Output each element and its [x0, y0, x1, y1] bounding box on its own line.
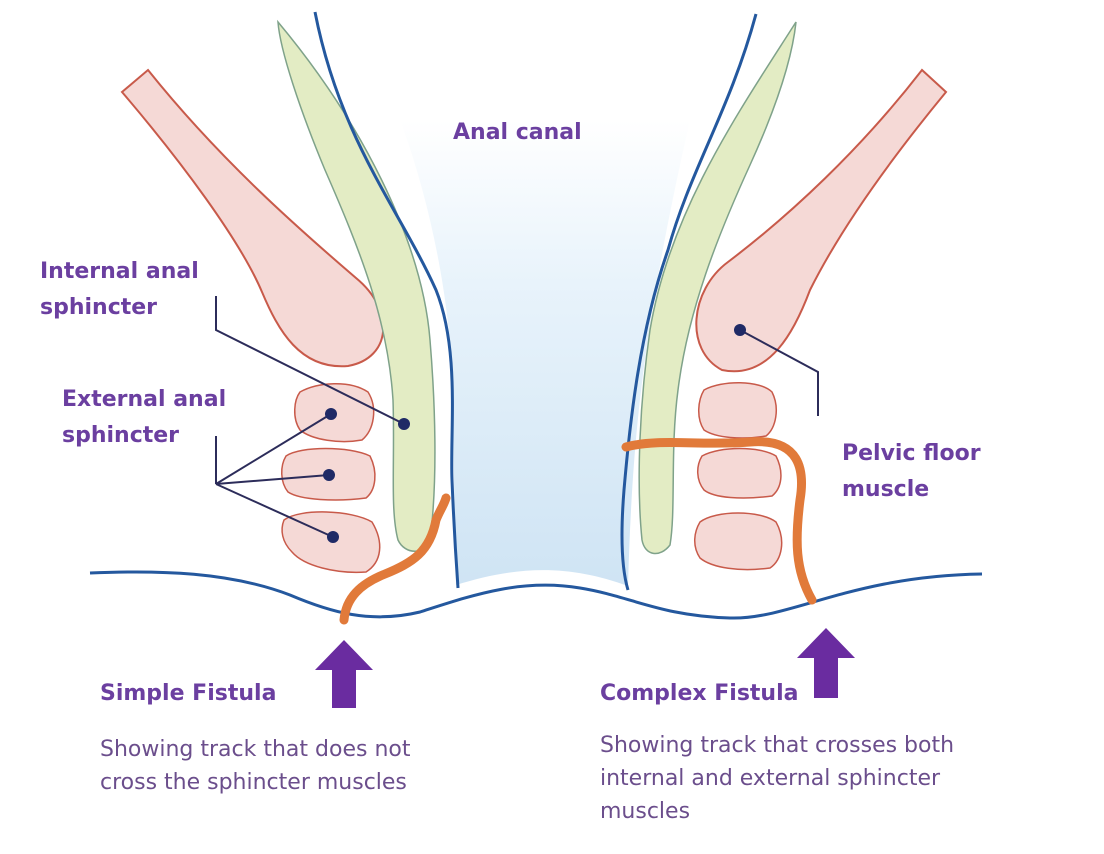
simple-fistula-description-line-1: Showing track that does not	[100, 737, 411, 762]
simple-fistula-title: Simple Fistula	[100, 681, 277, 706]
simple-fistula-track	[339, 493, 451, 625]
external-sphincter-pointer-dot-2	[323, 469, 335, 481]
complex-fistula-description: Showing track that crosses both internal…	[600, 729, 954, 828]
simple-fistula-arrow	[315, 640, 373, 708]
complex-fistula-title: Complex Fistula	[600, 681, 799, 706]
complex-fistula-description-line-2: internal and external sphincter	[600, 766, 941, 791]
internal-sphincter-pointer-dot	[398, 418, 410, 430]
right-internal-anal-sphincter	[638, 21, 797, 555]
pelvic-floor-pointer-line	[739, 329, 819, 416]
complex-fistula-arrow	[797, 628, 855, 698]
simple-fistula-description: Showing track that does not cross the sp…	[100, 733, 410, 799]
anal-canal-label: Anal canal	[453, 120, 582, 145]
external-sphincter-pointer-line-1	[215, 413, 332, 485]
external-sphincter-label-line-2: sphincter	[62, 423, 180, 448]
right-pelvic-floor-muscle	[695, 68, 948, 373]
external-sphincter-label-line-1: External anal	[62, 387, 227, 412]
external-sphincter-pointer-dot-3	[327, 531, 339, 543]
internal-sphincter-label: Internal anal sphincter	[40, 254, 199, 326]
internal-sphincter-label-line-1: Internal anal	[40, 259, 199, 284]
right-canal-wall	[620, 13, 758, 591]
external-sphincter-pointer-dot-1	[325, 408, 337, 420]
left-canal-wall	[313, 11, 460, 589]
right-external-sphincter-block-1	[698, 382, 778, 439]
right-external-sphincter-block-2	[697, 447, 782, 499]
external-sphincter-label: External anal sphincter	[62, 382, 226, 454]
left-pelvic-floor-muscle	[120, 68, 385, 368]
external-sphincter-pointer-line-3	[215, 483, 334, 538]
pelvic-floor-label: Pelvic floor muscle	[842, 436, 981, 508]
anal-canal-lumen	[400, 120, 690, 586]
right-external-sphincter-block-3	[694, 512, 783, 571]
complex-fistula-description-line-1: Showing track that crosses both	[600, 733, 955, 758]
simple-fistula-description-line-2: cross the sphincter muscles	[100, 770, 407, 795]
internal-sphincter-label-line-2: sphincter	[40, 295, 158, 320]
pelvic-floor-label-line-2: muscle	[842, 477, 930, 502]
internal-sphincter-pointer-line	[215, 296, 405, 425]
pelvic-floor-label-line-1: Pelvic floor	[842, 441, 981, 466]
complex-fistula-track	[621, 437, 817, 605]
complex-fistula-description-line-3: muscles	[600, 799, 691, 824]
pelvic-floor-pointer-dot	[734, 324, 746, 336]
external-sphincter-pointer-line-2	[215, 474, 330, 485]
skin-line	[89, 570, 983, 620]
